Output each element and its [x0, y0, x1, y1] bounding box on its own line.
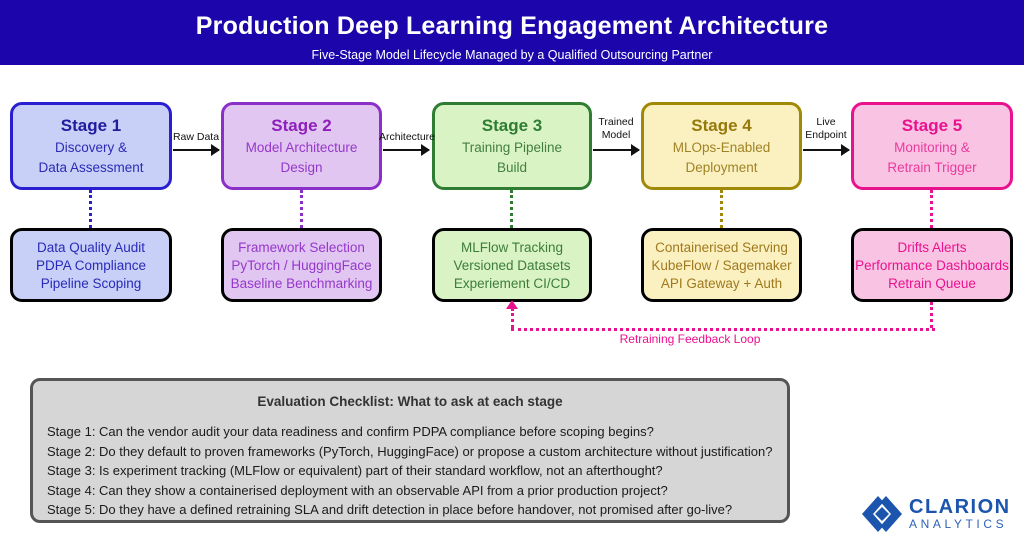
stage-line: Build — [496, 160, 528, 175]
connector-stage2 — [300, 190, 303, 228]
connector-stage5 — [930, 190, 933, 228]
stage-title: Stage 1 — [60, 116, 122, 135]
diamond-chevrons-icon — [862, 496, 902, 532]
page-subtitle: Five-Stage Model Lifecycle Managed by a … — [311, 48, 713, 62]
stage-line: MLOps-Enabled — [672, 140, 771, 155]
stage-title: Stage 2 — [271, 116, 332, 135]
loop-up-segment — [511, 308, 514, 328]
checklist-item: Stage 1: Can the vendor audit your data … — [47, 424, 654, 439]
clarion-analytics-logo: CLARION ANALYTICS — [862, 494, 1011, 534]
flow-arrow-2 — [383, 144, 430, 156]
checklist-item: Stage 2: Do they default to proven frame… — [47, 443, 773, 459]
header-banner: Production Deep Learning Engagement Arch… — [0, 0, 1024, 65]
detail-box-3: MLFlow Tracking Versioned Datasets Exper… — [432, 228, 592, 302]
page-title: Production Deep Learning Engagement Arch… — [195, 12, 829, 40]
logo-subname: ANALYTICS — [909, 517, 1008, 531]
loop-arrow-head-icon — [506, 300, 518, 309]
detail-box-2: Framework Selection PyTorch / HuggingFac… — [221, 228, 382, 302]
checklist-item: Stage 5: Do they have a defined retraini… — [47, 502, 733, 517]
stage-box-4: Stage 4 MLOps-Enabled Deployment — [641, 102, 802, 190]
checklist-title: Evaluation Checklist: What to ask at eac… — [257, 394, 563, 409]
checklist-item: Stage 3: Is experiment tracking (MLFlow … — [47, 463, 663, 478]
detail-box-4: Containerised Serving KubeFlow / Sagemak… — [641, 228, 802, 302]
arrow-head-icon — [421, 144, 430, 156]
arrow-head-icon — [841, 144, 850, 156]
logo-name: CLARION — [909, 496, 1011, 518]
flow-label-trained-model: Trained Model — [598, 116, 634, 141]
stage-box-5: Stage 5 Monitoring & Retrain Trigger — [851, 102, 1013, 190]
stage-title: Stage 3 — [481, 116, 543, 135]
flow-arrow-1 — [173, 144, 220, 156]
arrow-head-icon — [631, 144, 640, 156]
stage-line: Monitoring & — [894, 140, 970, 155]
flow-label-live-endpoint: Live Endpoint — [805, 116, 847, 141]
stage-line: Retrain Trigger — [887, 160, 977, 175]
checklist-items: Stage 1: Can the vendor audit your data … — [33, 422, 787, 520]
detail-box-5: Drifts Alerts Performance Dashboards Ret… — [851, 228, 1013, 302]
stage-line: Discovery & — [54, 140, 127, 155]
evaluation-checklist-panel: Evaluation Checklist: What to ask at eac… — [30, 378, 790, 523]
loop-horizontal-segment — [511, 328, 935, 331]
logo-text: CLARION ANALYTICS — [909, 497, 1011, 531]
connector-stage1 — [89, 190, 92, 228]
stage-line: Design — [280, 160, 323, 175]
stage-title: Stage 4 — [691, 116, 752, 135]
feedback-loop-label: Retraining Feedback Loop — [619, 332, 761, 346]
loop-down-segment — [930, 302, 933, 328]
flow-label-architecture: Architecture — [378, 131, 436, 143]
stage-title: Stage 5 — [901, 116, 963, 135]
checklist-item: Stage 4: Can they show a containerised d… — [47, 482, 668, 498]
arrow-head-icon — [211, 144, 220, 156]
connector-stage3 — [510, 190, 513, 228]
stage-box-2: Stage 2 Model Architecture Design — [221, 102, 382, 190]
stage-line: Model Architecture — [245, 140, 358, 155]
stage-line: Training Pipeline — [461, 140, 563, 155]
stage-line: Deployment — [685, 160, 758, 175]
stage-box-1: Stage 1 Discovery & Data Assessment — [10, 102, 172, 190]
flow-label-raw-data: Raw Data — [172, 131, 220, 143]
connector-stage4 — [720, 190, 723, 228]
flow-arrow-4 — [803, 144, 850, 156]
detail-box-1: Data Quality Audit PDPA Compliance Pipel… — [10, 228, 172, 302]
stage-line: Data Assessment — [38, 160, 144, 175]
flow-arrow-3 — [593, 144, 640, 156]
stage-box-3: Stage 3 Training Pipeline Build — [432, 102, 592, 190]
